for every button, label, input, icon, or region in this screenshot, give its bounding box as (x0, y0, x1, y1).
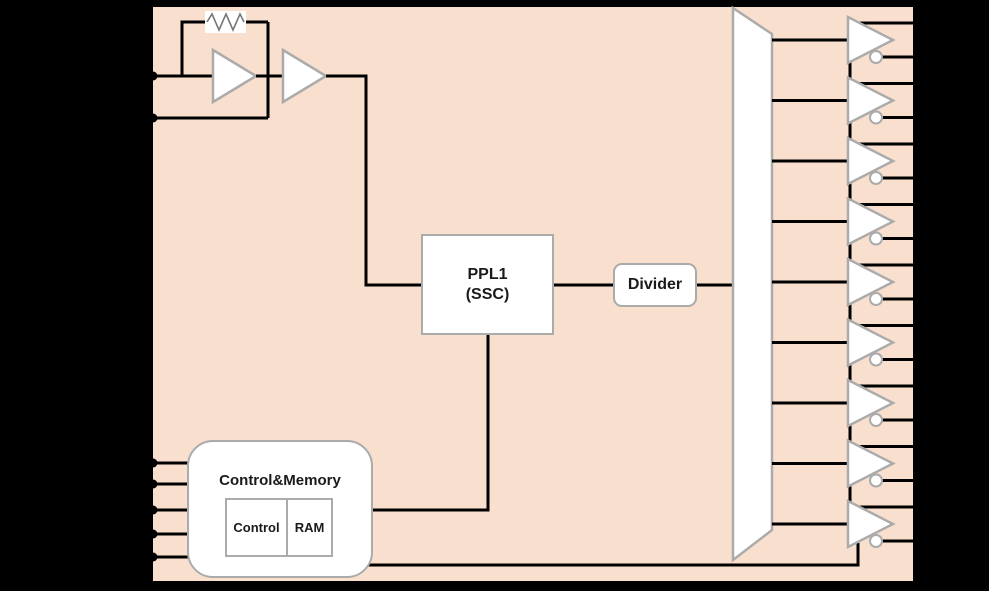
pll-block: PPL1 (SSC) (421, 234, 554, 335)
output-wire (848, 183, 916, 206)
divider-label: Divider (627, 276, 683, 293)
xout-pin-dot (148, 113, 158, 123)
control-to-output-wire (355, 543, 860, 567)
output-wire (848, 243, 916, 267)
control-to-pll-wire (371, 334, 490, 512)
divider-block: Divider (613, 263, 697, 307)
output-wire (848, 364, 916, 388)
control-pin-dot (148, 529, 158, 539)
output-buffer-bank (770, 15, 918, 549)
oscillator-section (148, 11, 422, 287)
control-sub-block: Control (225, 498, 288, 557)
control-pin-dot (148, 458, 158, 468)
control-pin-dot (148, 505, 158, 515)
clock-path-wires (355, 283, 860, 567)
control-input-wires (148, 458, 190, 562)
output-wire (848, 122, 916, 146)
pll-label-line2: (SSC) (465, 285, 510, 303)
feedback-wire-left (180, 20, 207, 76)
xin-pin-dot (148, 71, 158, 81)
control-memory-title: Control&Memory (219, 472, 341, 489)
mux-trapezoid-icon (731, 5, 774, 563)
oscillator-amplifier-icon (211, 47, 259, 105)
control-pin-dot (148, 479, 158, 489)
control-memory-block: Control&Memory Control RAM (187, 440, 373, 578)
resistor-icon (205, 11, 246, 33)
output-wire (848, 425, 916, 448)
pll-label-line1: PPL1 (467, 265, 508, 283)
ram-sub-block: RAM (288, 498, 333, 557)
oscillator-buffer-icon (281, 47, 329, 105)
output-wire (848, 304, 916, 327)
output-wire (848, 62, 916, 85)
output-wire (848, 485, 916, 509)
control-pin-dot (148, 552, 158, 562)
osc-to-pll-wire (326, 74, 422, 287)
